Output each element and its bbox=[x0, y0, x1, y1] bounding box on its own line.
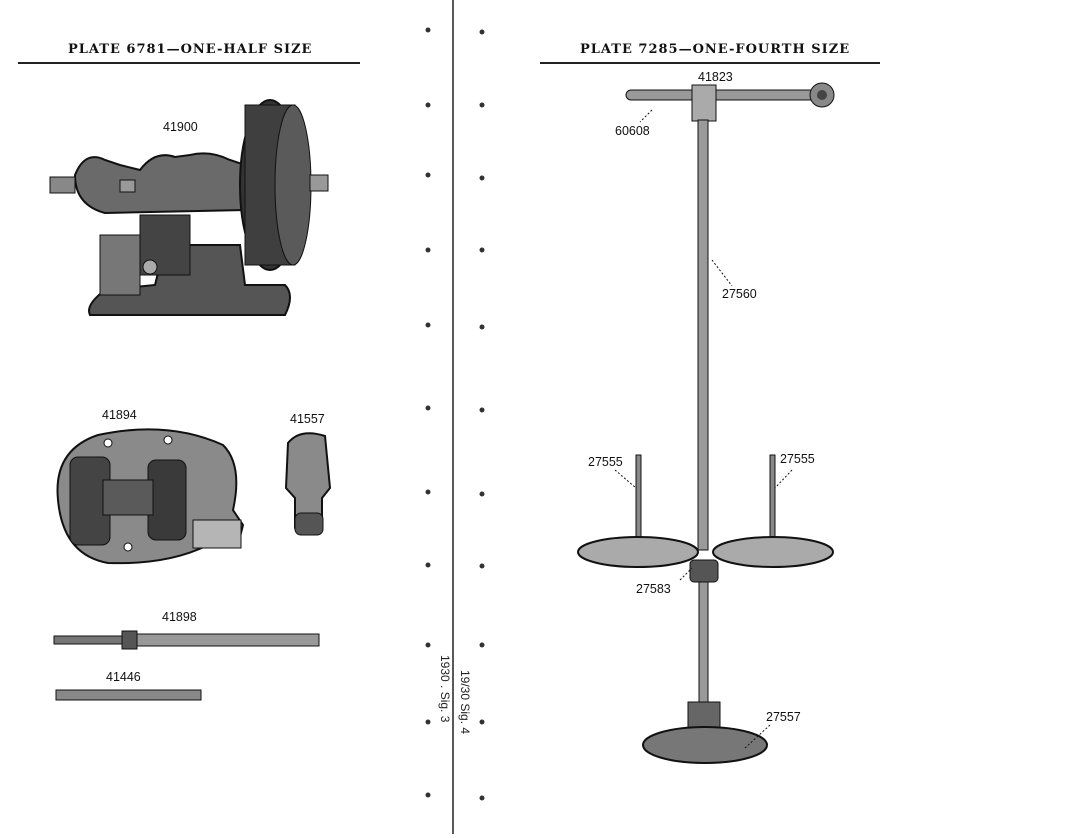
part-label-27555-right: 27555 bbox=[780, 452, 815, 466]
margin-note-2: 19/30 Sig. 4 bbox=[458, 670, 472, 735]
shaft-figure bbox=[53, 630, 320, 650]
right-plate-rule bbox=[540, 62, 880, 64]
part-label-41557: 41557 bbox=[290, 412, 325, 426]
part-label-41894: 41894 bbox=[102, 408, 137, 422]
part-label-27583: 27583 bbox=[636, 582, 671, 596]
base-plate-figure bbox=[56, 428, 245, 565]
part-label-41446: 41446 bbox=[106, 670, 141, 684]
part-label-60608: 60608 bbox=[615, 124, 650, 138]
part-label-41898: 41898 bbox=[162, 610, 197, 624]
left-plate-rule bbox=[18, 62, 360, 64]
part-label-27557: 27557 bbox=[766, 710, 801, 724]
left-plate-title: PLATE 6781—ONE-HALF SIZE bbox=[68, 42, 313, 57]
rod-figure bbox=[55, 689, 202, 701]
spool-stand-figure bbox=[577, 82, 835, 764]
part-label-27560: 27560 bbox=[722, 287, 757, 301]
right-plate-title: PLATE 7285—ONE-FOURTH SIZE bbox=[580, 42, 851, 57]
part-label-27555-left: 27555 bbox=[588, 455, 623, 469]
clamp-figure bbox=[284, 432, 332, 536]
part-label-41900: 41900 bbox=[163, 120, 198, 134]
part-label-41823: 41823 bbox=[698, 70, 733, 84]
grinder-figure bbox=[49, 99, 329, 316]
margin-note-1: 1930 . Sig. 3 bbox=[438, 655, 452, 723]
binding-line bbox=[425, 0, 485, 834]
binding-margin bbox=[420, 0, 500, 834]
